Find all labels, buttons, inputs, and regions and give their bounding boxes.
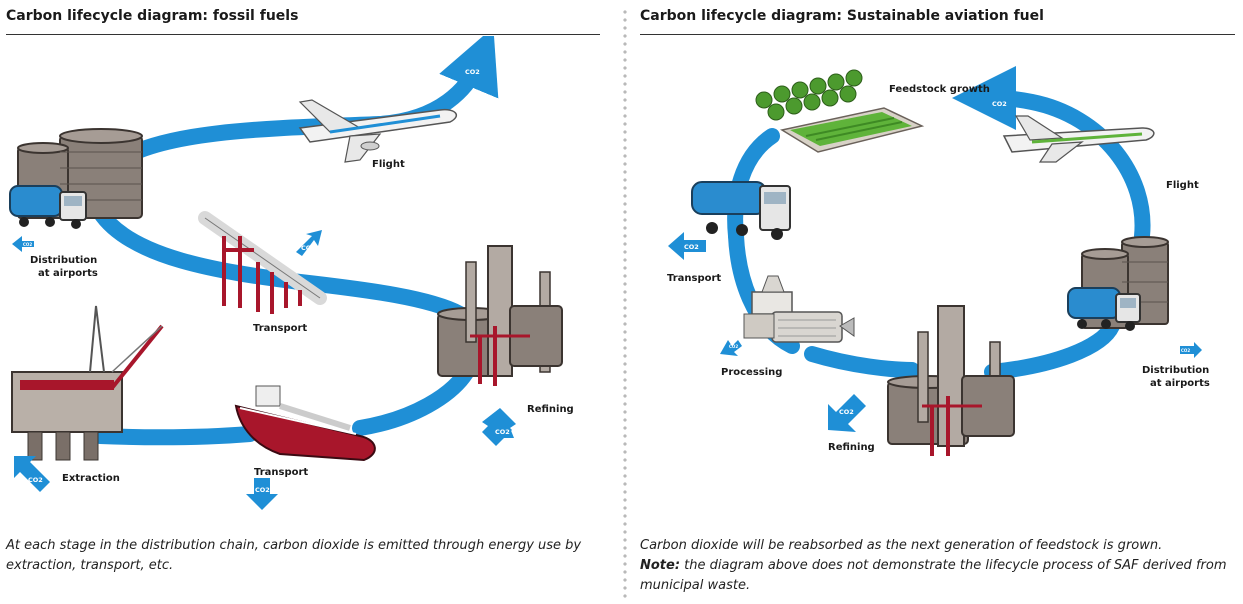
svg-text:CO2: CO2 (1181, 348, 1190, 353)
fossil-fuels-panel: Carbon lifecycle diagram: fossil fuels (0, 0, 610, 604)
feedstock-field-icon (755, 69, 925, 153)
svg-text:CO2: CO2 (465, 68, 480, 76)
fuel-truck-icon (9, 185, 87, 229)
label-extraction: Extraction (62, 473, 120, 484)
fossil-title-rule (6, 34, 600, 35)
svg-text:CO2: CO2 (839, 408, 854, 416)
saf-refinery-icon (887, 305, 1015, 456)
co2-arrow-flight: CO2 (465, 68, 480, 76)
label-feedstock: Feedstock growth (889, 84, 990, 95)
label-refining: Refining (527, 404, 574, 415)
saf-caption-line: Carbon dioxide will be reabsorbed as the… (640, 538, 1163, 553)
oil-press-icon (743, 275, 855, 343)
svg-text:CO2: CO2 (684, 243, 699, 251)
svg-text:CO2: CO2 (729, 344, 738, 349)
label-transport-pipeline: Transport (253, 323, 307, 334)
co2-arrow-saf-processing: CO2 (720, 340, 742, 356)
saf-note-label: Note: (640, 558, 681, 573)
saf-fuel-truck-icon (691, 181, 791, 240)
co2-arrow-refining: CO2 (482, 408, 516, 446)
label-saf-distribution-1: Distribution (1142, 365, 1209, 376)
saf-lifecycle-diagram: CO2 CO2 CO2 CO2 CO2 Feedstock growth Fli… (667, 66, 1210, 456)
saf-caption: Carbon dioxide will be reabsorbed as the… (640, 536, 1240, 596)
co2-arrow-distribution: CO2 (12, 236, 34, 252)
label-flight: Flight (372, 159, 405, 170)
co2-arrow-saf-distribution: CO2 (1180, 342, 1202, 358)
airplane-icon (298, 99, 458, 163)
svg-text:CO2: CO2 (495, 428, 510, 436)
co2-arrow-ship: CO2 (246, 478, 278, 510)
label-saf-distribution-2: at airports (1150, 378, 1210, 389)
saf-note-text: the diagram above does not demonstrate t… (640, 558, 1227, 593)
label-distribution-2: at airports (38, 268, 98, 279)
label-distribution-1: Distribution (30, 255, 97, 266)
saf-title-rule (640, 34, 1235, 35)
svg-text:CO2: CO2 (28, 476, 43, 484)
saf-fuel-truck-right-icon (1067, 287, 1141, 331)
svg-text:CO2: CO2 (992, 100, 1007, 108)
saf-note: Note: the diagram above does not demonst… (640, 556, 1240, 596)
co2-arrow-pipeline: CO2 (296, 230, 322, 256)
co2-arrow-saf-refining: CO2 (828, 394, 866, 432)
oil-platform-icon (11, 305, 164, 461)
svg-text:CO2: CO2 (23, 242, 32, 247)
co2-arrow-extraction: CO2 (14, 456, 50, 492)
fossil-caption: At each stage in the distribution chain,… (6, 538, 582, 573)
tanker-ship-icon (234, 385, 376, 462)
label-saf-refining: Refining (828, 442, 875, 453)
refinery-icon (437, 245, 563, 386)
pipeline-icon (198, 211, 327, 314)
svg-text:CO2: CO2 (255, 486, 270, 494)
co2-arrow-saf-transport: CO2 (668, 232, 706, 260)
fossil-lifecycle-diagram: CO2 CO2 CO2 CO2 CO2 CO2 Flight Distribut… (9, 36, 574, 510)
label-saf-processing: Processing (721, 367, 782, 378)
saf-panel: Carbon lifecycle diagram: Sustainable av… (632, 0, 1243, 604)
fossil-panel-title: Carbon lifecycle diagram: fossil fuels (6, 8, 299, 24)
co2-arrow-saf-flight: CO2 (992, 100, 1007, 108)
svg-text:CO2: CO2 (301, 244, 316, 252)
saf-panel-title: Carbon lifecycle diagram: Sustainable av… (640, 8, 1044, 24)
label-transport-ship: Transport (254, 467, 308, 478)
saf-flow-path (727, 66, 1151, 380)
label-saf-transport: Transport (667, 273, 721, 284)
label-saf-flight: Flight (1166, 180, 1199, 191)
saf-airplane-icon (1002, 115, 1155, 163)
panel-divider (622, 8, 628, 598)
